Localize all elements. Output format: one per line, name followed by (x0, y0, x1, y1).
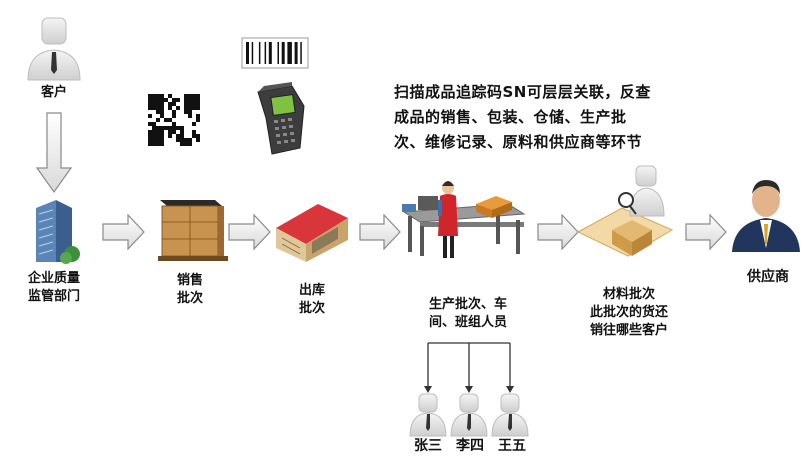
arrow-down-icon (35, 112, 73, 194)
person-icon (409, 393, 447, 437)
boxes-icon (158, 200, 228, 261)
enterprise-label: 企业质量 监管部门 (27, 271, 80, 304)
arrow-right-icon (537, 213, 579, 251)
customer-person-icon (27, 17, 81, 81)
worker-name-label: 李四 (456, 438, 484, 454)
material-batch-label: 材料批次 此批次的货还 销往哪些客户 (589, 287, 668, 338)
worker-name-label: 张三 (414, 438, 442, 454)
supplier-avatar-icon (732, 180, 800, 252)
building-icon (36, 200, 80, 264)
worker-name-label: 王五 (498, 438, 526, 454)
inspector-person-icon (618, 165, 665, 217)
customer-label: 客户 (40, 85, 67, 100)
sales-batch-label: 销售 批次 (176, 273, 203, 306)
person-icon (491, 393, 529, 437)
outbound-batch-label: 出库 批次 (298, 283, 325, 316)
arrow-right-icon (228, 213, 271, 251)
package-icon (576, 207, 674, 257)
qr-code-icon (148, 94, 200, 146)
supplier-label: 供应商 (747, 269, 789, 285)
person-icon (450, 393, 488, 437)
handheld-scanner-icon (257, 82, 305, 155)
production-batch-label: 生产批次、车 间、班组人员 (428, 297, 507, 330)
workbench-icon (402, 196, 526, 256)
barcode-icon (241, 37, 309, 69)
traceability-note: 扫描成品追踪码SN可层层关联，反查 成品的销售、包装、仓储、生产批 次、维修记录… (394, 83, 651, 151)
arrow-right-icon (102, 213, 145, 251)
worker-person-icon (438, 181, 458, 258)
warehouse-icon (276, 204, 348, 262)
worker-bracket (427, 342, 511, 388)
arrow-right-icon (359, 213, 401, 251)
arrow-heads (424, 386, 514, 393)
arrow-right-icon (685, 213, 727, 251)
